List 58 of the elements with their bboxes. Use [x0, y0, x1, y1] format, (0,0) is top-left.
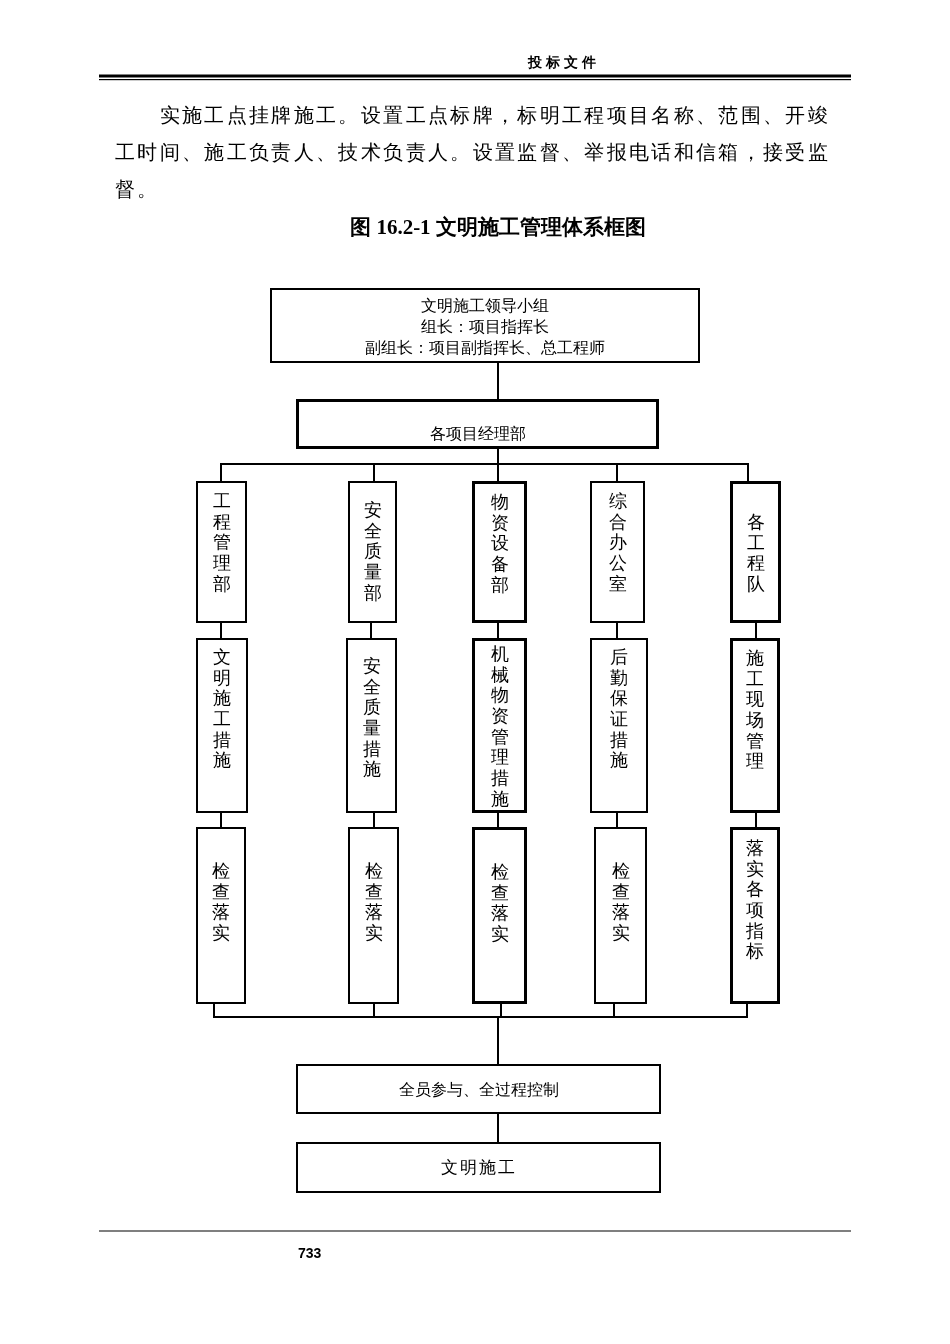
box-label: 全员参与、全过程控制	[398, 1079, 559, 1100]
measure-box	[196, 638, 248, 813]
vertical-label: 安全质量部	[363, 500, 382, 604]
connector-line	[497, 812, 499, 828]
box-label: 组长：项目指挥长	[421, 317, 549, 337]
check-box	[730, 827, 780, 1004]
vertical-label: 落实各项指标	[746, 838, 764, 963]
connector-line	[497, 362, 499, 400]
connector-line	[755, 812, 757, 828]
connector-line	[616, 622, 618, 639]
department-box	[590, 481, 645, 623]
check-box	[594, 827, 647, 1004]
vertical-label: 施工现场管理	[746, 648, 764, 773]
department-box	[472, 481, 527, 623]
measure-box	[346, 638, 397, 813]
vertical-label: 检查落实	[364, 861, 383, 944]
connector-line	[616, 812, 618, 828]
box-label: 副组长：项目副指挥长、总工程师	[365, 338, 605, 358]
connector-line	[220, 622, 222, 639]
connector-line	[373, 812, 375, 828]
box-label: 文明施工	[440, 1157, 517, 1178]
check-box	[348, 827, 399, 1004]
box-label: 各项目经理部	[429, 424, 526, 444]
measure-box	[472, 638, 527, 813]
connector-line	[497, 622, 499, 639]
check-box	[472, 827, 527, 1004]
vertical-label: 检查落实	[490, 862, 509, 945]
result-box	[296, 1142, 661, 1193]
box-label: 文明施工领导小组	[421, 296, 549, 316]
measure-box	[590, 638, 648, 813]
vertical-label: 工程管理部	[212, 491, 231, 595]
control-box	[296, 1064, 661, 1114]
vertical-label: 各工程队	[746, 512, 765, 595]
connector-line	[497, 1113, 499, 1143]
connector-line	[370, 622, 372, 639]
vertical-label: 安全质量措施	[362, 656, 381, 781]
figure-title: 图 16.2-1 文明施工管理体系框图	[349, 214, 647, 241]
department-box	[196, 481, 247, 623]
connector-line	[497, 448, 749, 482]
vertical-label: 机械物资管理措施	[490, 644, 509, 810]
department-box	[296, 399, 659, 449]
check-box	[196, 827, 246, 1004]
vertical-label: 后勤保证措施	[610, 647, 628, 772]
department-box	[730, 481, 781, 623]
body-paragraph: 实施工点挂牌施工。设置工点标牌，标明工程项目名称、范围、开竣工时间、施工负责人、技术负责人。设置监督、举报电话和信箱，接受监督。	[115, 103, 832, 202]
page-number: 733	[298, 1244, 323, 1263]
leader-group-box	[270, 288, 700, 363]
department-box	[348, 481, 397, 623]
vertical-label: 检查落实	[611, 861, 630, 944]
connector-line	[497, 1003, 748, 1065]
connector-line	[220, 812, 222, 828]
measure-box	[730, 638, 780, 813]
vertical-label: 综合办公室	[608, 491, 627, 595]
vertical-label: 检查落实	[212, 861, 230, 944]
vertical-label: 物资设备部	[490, 492, 509, 596]
vertical-label: 文明施工措施	[213, 647, 231, 772]
header-text: 投标文件	[526, 53, 601, 72]
connector-line	[755, 622, 757, 639]
